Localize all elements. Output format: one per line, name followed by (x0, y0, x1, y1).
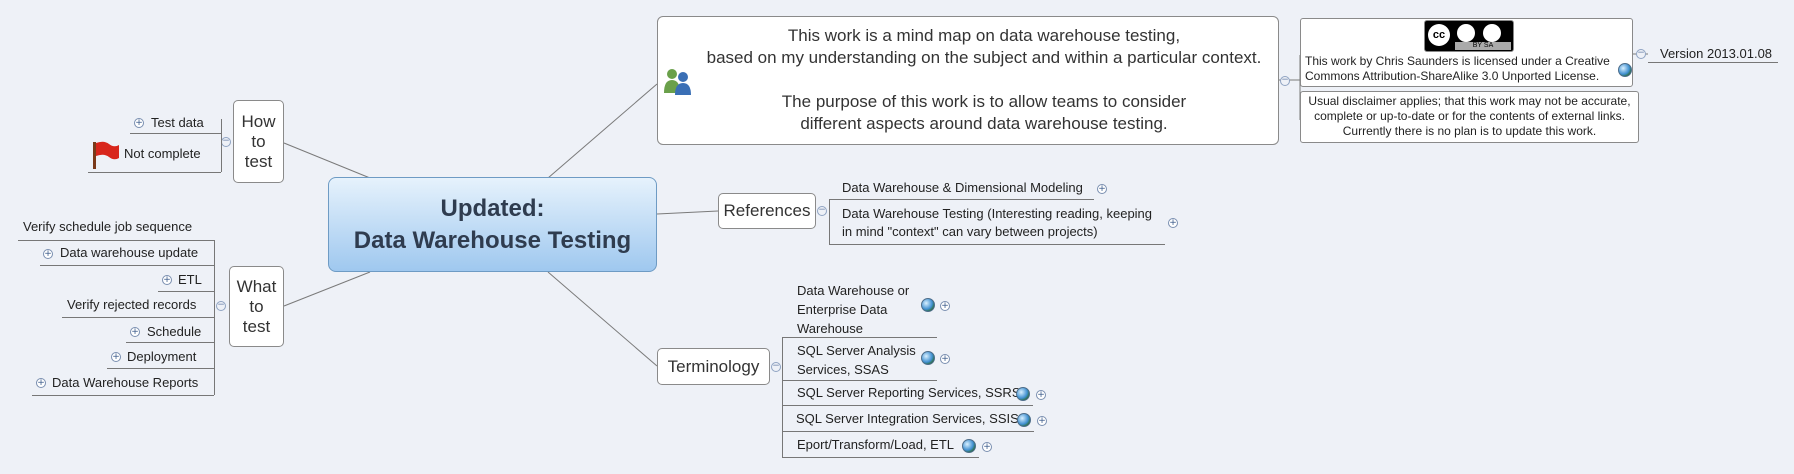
leaf-ssas[interactable]: SQL Server Analysis Services, SSAS (797, 341, 916, 379)
how-to-test-line1: How (241, 111, 276, 131)
cc-icon: cc (1428, 24, 1450, 46)
dw-testing-line2: in mind "context" can vary between proje… (842, 224, 1098, 239)
expand-deployment-icon[interactable]: + (111, 352, 121, 362)
how-to-test-topic[interactable]: How to test (233, 100, 284, 183)
central-title-line2: Data Warehouse Testing (353, 226, 632, 254)
leaf-ssrs[interactable]: SQL Server Reporting Services, SSRS (797, 385, 1021, 400)
how-to-test-line2: to (251, 131, 266, 151)
intro-line2: based on my understanding on the subject… (706, 48, 1262, 67)
license-note[interactable]: cc BY SA This work by Chris Saunders is … (1300, 18, 1633, 87)
collapse-how-to-test-icon[interactable]: − (221, 136, 231, 147)
terminology-label: Terminology (667, 356, 760, 376)
central-title-line1: Updated: (440, 194, 545, 222)
cc-by-sa-badge-icon: cc BY SA (1424, 20, 1514, 52)
ssas-line2: Services, SSAS (797, 362, 889, 377)
ssas-globe-icon[interactable] (921, 351, 935, 365)
ssis-globe-icon[interactable] (1017, 413, 1031, 427)
expand-etl-term-icon[interactable]: + (982, 442, 992, 452)
ssas-line1: SQL Server Analysis (797, 343, 916, 358)
by-icon (1457, 24, 1475, 42)
what-to-test-line3: test (242, 316, 271, 336)
expand-dw-update-icon[interactable]: + (43, 249, 53, 259)
leaf-dw-or-edw[interactable]: Data Warehouse or Enterprise Data Wareho… (797, 281, 909, 338)
leaf-verify-schedule[interactable]: Verify schedule job sequence (23, 219, 193, 234)
expand-ssrs-icon[interactable]: + (1036, 390, 1046, 400)
collapse-references-icon[interactable]: − (817, 205, 827, 216)
leaf-schedule[interactable]: Schedule (147, 324, 202, 339)
disclaimer-note[interactable]: Usual disclaimer applies; that this work… (1300, 91, 1639, 143)
license-line1: This work by Chris Saunders is licensed … (1305, 54, 1610, 68)
collapse-intro-icon[interactable]: − (1280, 75, 1290, 86)
what-to-test-line1: What (236, 276, 277, 296)
disclaimer-line2: complete or up-to-date or for the conten… (1314, 109, 1625, 123)
disclaimer-line1: Usual disclaimer applies; that this work… (1308, 94, 1631, 108)
expand-dw-testing-icon[interactable]: + (1168, 218, 1178, 228)
intro-line4: different aspects around data warehouse … (800, 114, 1168, 133)
leaf-etl[interactable]: ETL (178, 272, 202, 287)
dw-or-edw-line3: Warehouse (797, 321, 863, 336)
collapse-terminology-icon[interactable]: − (771, 361, 781, 372)
etl-globe-icon[interactable] (962, 439, 976, 453)
expand-dw-modeling-icon[interactable]: + (1097, 184, 1107, 194)
person-icon (663, 67, 693, 95)
dw-testing-line1: Data Warehouse Testing (Interesting read… (842, 206, 1153, 221)
intro-line1: This work is a mind map on data warehous… (787, 26, 1181, 45)
leaf-etl-term[interactable]: Eport/Transform/Load, ETL (797, 437, 955, 452)
how-to-test-line3: test (244, 151, 273, 171)
leaf-dw-testing-reading[interactable]: Data Warehouse Testing (Interesting read… (842, 206, 1152, 240)
red-flag-icon (90, 140, 120, 170)
references-label: References (723, 201, 811, 220)
leaf-deployment[interactable]: Deployment (127, 349, 197, 364)
version-label: Version 2013.01.08 (1660, 46, 1773, 61)
dw-or-edw-line1: Data Warehouse or (797, 283, 910, 298)
license-link-globe-icon[interactable] (1618, 63, 1632, 77)
badge-caption: BY SA (1455, 42, 1511, 50)
central-topic[interactable]: Updated: Data Warehouse Testing (328, 177, 657, 272)
references-topic[interactable]: References (718, 193, 816, 229)
leaf-dw-dimensional-modeling[interactable]: Data Warehouse & Dimensional Modeling (842, 180, 1083, 195)
intro-line3: The purpose of this work is to allow tea… (781, 92, 1187, 111)
expand-ssis-icon[interactable]: + (1037, 416, 1047, 426)
expand-test-data-icon[interactable]: + (134, 118, 144, 128)
disclaimer-line3: Currently there is no plan is to update … (1342, 124, 1597, 138)
sa-icon (1483, 24, 1501, 42)
what-to-test-line2: to (249, 296, 264, 316)
expand-dw-or-edw-icon[interactable]: + (940, 301, 950, 311)
expand-schedule-icon[interactable]: + (130, 327, 140, 337)
leaf-verify-rejected[interactable]: Verify rejected records (67, 297, 197, 312)
leaf-dw-reports[interactable]: Data Warehouse Reports (52, 375, 199, 390)
collapse-what-to-test-icon[interactable]: − (216, 300, 226, 311)
dw-or-edw-line2: Enterprise Data (797, 302, 888, 317)
leaf-dw-update[interactable]: Data warehouse update (60, 245, 199, 260)
ssrs-globe-icon[interactable] (1016, 387, 1030, 401)
intro-topic[interactable]: This work is a mind map on data warehous… (657, 16, 1279, 145)
what-to-test-topic[interactable]: What to test (229, 266, 284, 347)
leaf-test-data[interactable]: Test data (151, 115, 204, 130)
leaf-not-complete[interactable]: Not complete (124, 146, 201, 161)
terminology-topic[interactable]: Terminology (657, 348, 770, 385)
expand-dw-reports-icon[interactable]: + (36, 378, 46, 388)
expand-etl-icon[interactable]: + (162, 275, 172, 285)
license-line2: Commons Attribution-ShareAlike 3.0 Unpor… (1305, 69, 1600, 83)
expand-ssas-icon[interactable]: + (940, 354, 950, 364)
leaf-ssis[interactable]: SQL Server Integration Services, SSIS (796, 411, 1019, 426)
collapse-license-icon[interactable]: − (1636, 48, 1646, 59)
dw-or-edw-globe-icon[interactable] (921, 298, 935, 312)
